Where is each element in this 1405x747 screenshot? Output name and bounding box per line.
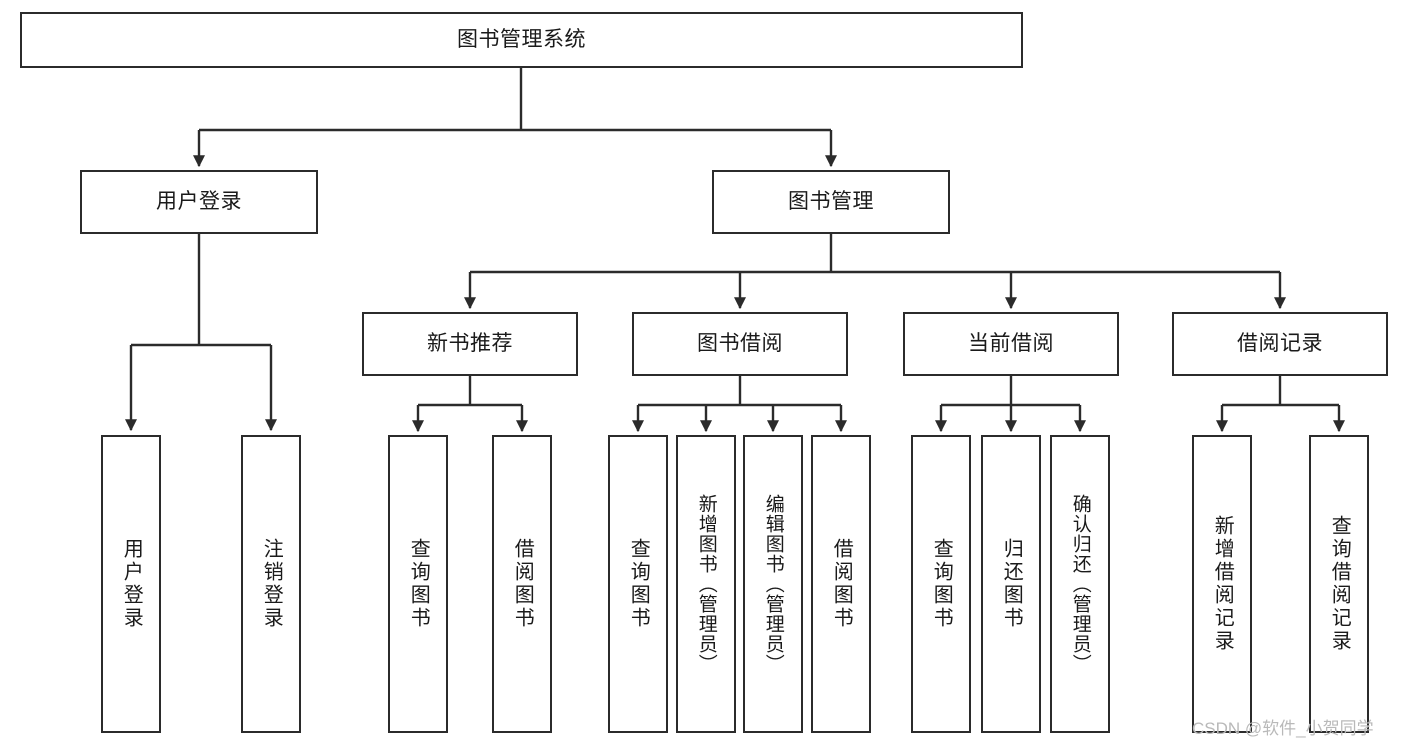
node-current-borrow-label: 当前借阅 <box>968 331 1054 355</box>
leaf-borrow-book-1-label: 借阅图书 <box>511 538 534 630</box>
node-book-manage[interactable]: 图书管理 <box>712 170 950 234</box>
node-current-borrow[interactable]: 当前借阅 <box>903 312 1119 376</box>
node-root[interactable]: 图书管理系统 <box>20 12 1023 68</box>
leaf-user-login[interactable]: 用户登录 <box>101 435 161 733</box>
csdn-watermark: CSDN @软件_小贺同学 <box>1192 719 1374 738</box>
leaf-query-record[interactable]: 查询借阅记录 <box>1309 435 1369 733</box>
leaf-add-book-label: 新增图书（管理员） <box>695 494 717 674</box>
leaf-return-book-label: 归还图书 <box>1000 538 1023 630</box>
leaf-query-book-1[interactable]: 查询图书 <box>388 435 448 733</box>
leaf-borrow-book-2[interactable]: 借阅图书 <box>811 435 871 733</box>
leaf-query-record-label: 查询借阅记录 <box>1328 515 1351 653</box>
node-new-book-recommend[interactable]: 新书推荐 <box>362 312 578 376</box>
leaf-logout-login[interactable]: 注销登录 <box>241 435 301 733</box>
node-user-login[interactable]: 用户登录 <box>80 170 318 234</box>
leaf-query-book-3[interactable]: 查询图书 <box>911 435 971 733</box>
node-book-borrow-label: 图书借阅 <box>697 331 783 355</box>
leaf-add-record[interactable]: 新增借阅记录 <box>1192 435 1252 733</box>
leaf-add-record-label: 新增借阅记录 <box>1211 515 1234 653</box>
leaf-confirm-return[interactable]: 确认归还（管理员） <box>1050 435 1110 733</box>
node-root-label: 图书管理系统 <box>457 27 586 51</box>
leaf-confirm-return-label: 确认归还（管理员） <box>1069 494 1091 674</box>
node-borrow-record[interactable]: 借阅记录 <box>1172 312 1388 376</box>
leaf-borrow-book-2-label: 借阅图书 <box>830 538 853 630</box>
node-new-book-recommend-label: 新书推荐 <box>427 331 513 355</box>
node-user-login-label: 用户登录 <box>156 189 242 213</box>
leaf-user-login-label: 用户登录 <box>120 538 143 630</box>
leaf-query-book-2-label: 查询图书 <box>627 538 650 630</box>
node-borrow-record-label: 借阅记录 <box>1237 331 1323 355</box>
leaf-borrow-book-1[interactable]: 借阅图书 <box>492 435 552 733</box>
leaf-query-book-3-label: 查询图书 <box>930 538 953 630</box>
leaf-logout-login-label: 注销登录 <box>260 538 283 630</box>
leaf-edit-book-label: 编辑图书（管理员） <box>762 494 784 674</box>
node-book-manage-label: 图书管理 <box>788 189 874 213</box>
leaf-edit-book[interactable]: 编辑图书（管理员） <box>743 435 803 733</box>
leaf-query-book-2[interactable]: 查询图书 <box>608 435 668 733</box>
leaf-add-book[interactable]: 新增图书（管理员） <box>676 435 736 733</box>
leaf-return-book[interactable]: 归还图书 <box>981 435 1041 733</box>
leaf-query-book-1-label: 查询图书 <box>407 538 430 630</box>
node-book-borrow[interactable]: 图书借阅 <box>632 312 848 376</box>
